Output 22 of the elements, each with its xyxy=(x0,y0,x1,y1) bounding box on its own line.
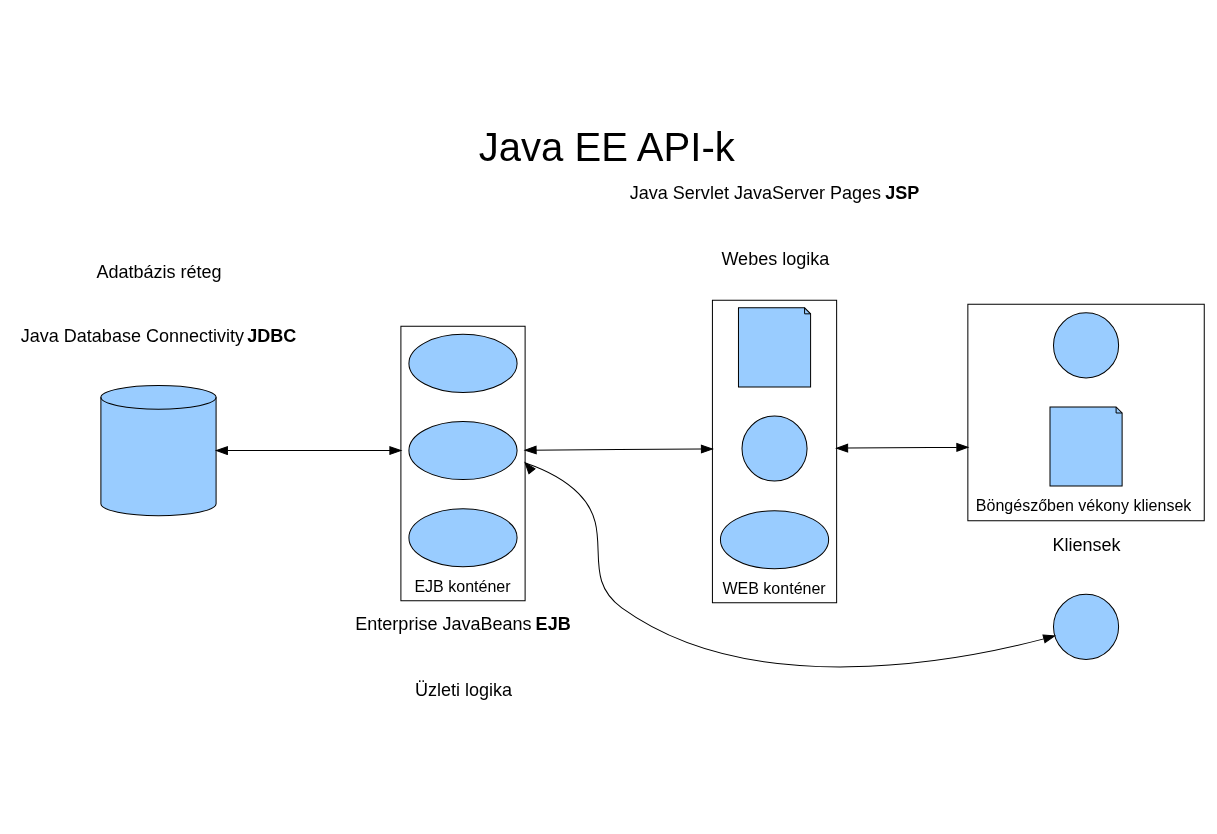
arrow xyxy=(524,444,713,454)
label: Java Database Connectivity JDBC xyxy=(20,325,297,346)
cluster: WEB konténer xyxy=(711,299,838,603)
node-circle xyxy=(741,415,808,482)
label: Adatbázis réteg xyxy=(96,261,222,282)
label: Üzleti logika xyxy=(414,679,513,700)
node-ellipse xyxy=(408,507,518,567)
node-ellipse xyxy=(719,509,830,569)
node-ellipse xyxy=(408,420,518,480)
cluster: Böngészőben vékony kliensek xyxy=(967,303,1205,521)
arrow xyxy=(836,442,969,452)
arrow xyxy=(215,445,402,455)
node-ellipse xyxy=(408,333,518,393)
label: Enterprise JavaBeans EJB xyxy=(355,613,571,634)
label: Kliensek xyxy=(1052,534,1121,555)
node-circle xyxy=(1053,311,1120,378)
arrow xyxy=(524,461,1056,667)
node-circle xyxy=(1053,593,1120,660)
diagram-title: Java EE API-k xyxy=(478,124,735,169)
cluster: EJB konténer xyxy=(400,325,526,601)
label: Webes logika xyxy=(721,248,830,269)
label: Java Servlet JavaServer Pages JSP xyxy=(629,182,920,203)
